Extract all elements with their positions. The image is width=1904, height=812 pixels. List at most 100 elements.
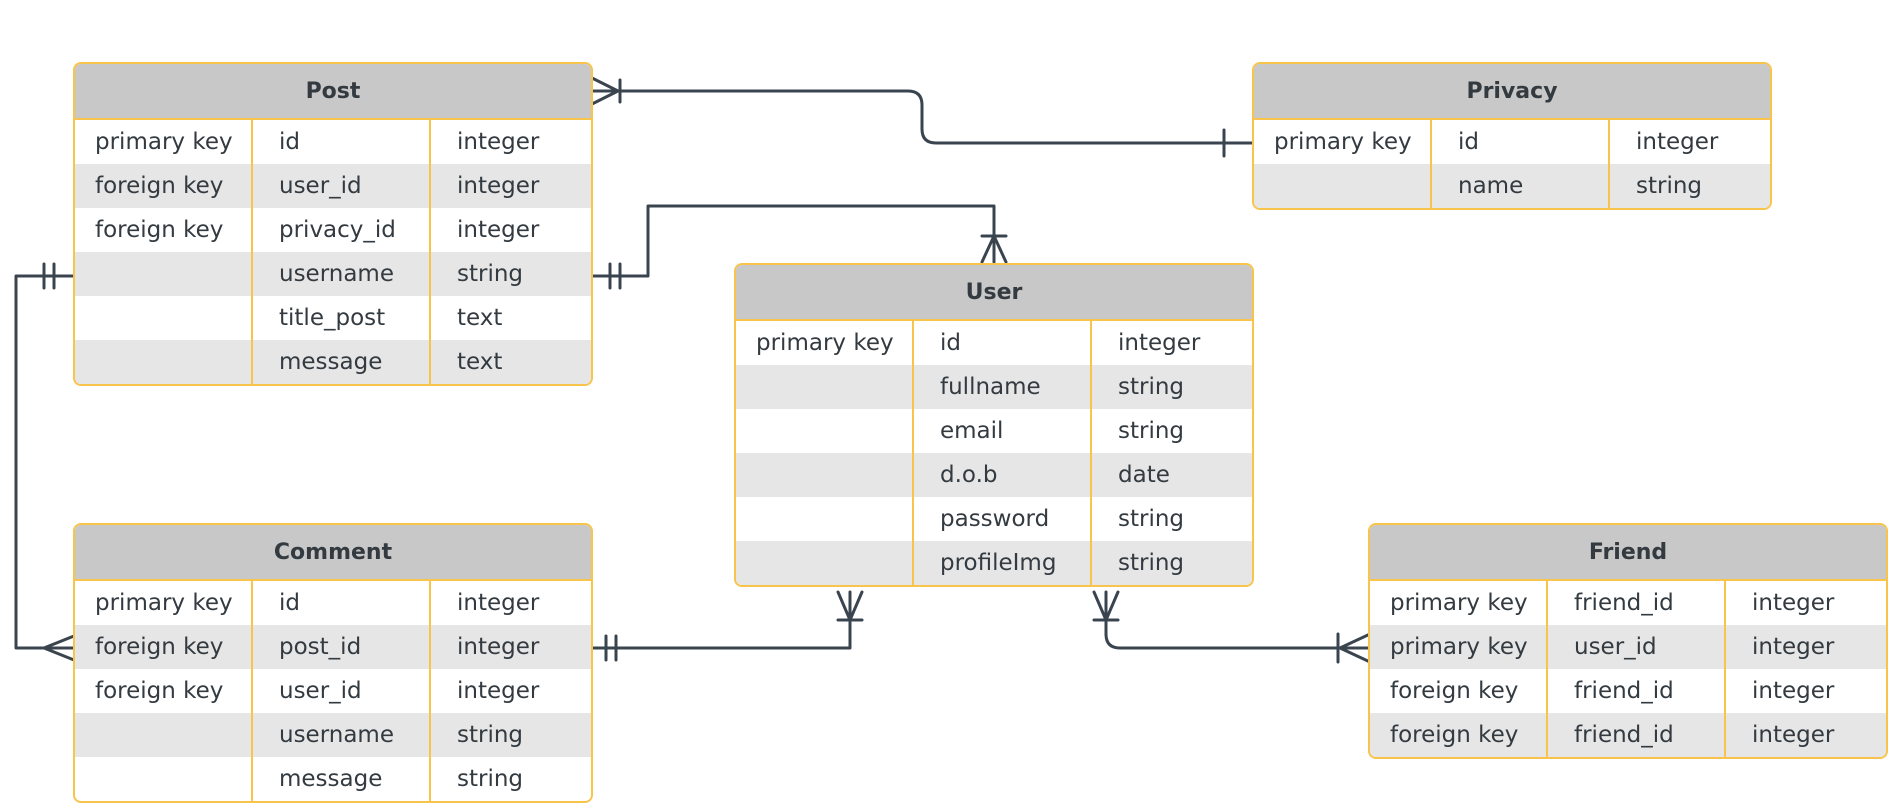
- table-row: message text: [75, 340, 591, 384]
- entity-post[interactable]: Post primary key id integer foreign key …: [73, 62, 593, 386]
- table-row: title_post text: [75, 296, 591, 340]
- entity-title: Post: [75, 64, 591, 120]
- field-name-cell: password: [912, 497, 1090, 541]
- entity-title: Comment: [75, 525, 591, 581]
- field-type-cell: text: [429, 296, 591, 340]
- key-cell: [75, 340, 251, 384]
- field-name-cell: name: [1430, 164, 1608, 208]
- field-name-cell: message: [251, 340, 429, 384]
- field-type-cell: integer: [429, 669, 591, 713]
- table-row: foreign key friend_id integer: [1370, 669, 1886, 713]
- entity-rows: primary key id integer foreign key post_…: [75, 581, 591, 801]
- connector-post-privacy: [590, 76, 1255, 158]
- field-name-cell: username: [251, 713, 429, 757]
- table-row: primary key id integer: [736, 321, 1252, 365]
- key-cell: foreign key: [95, 634, 224, 660]
- entity-rows: primary key id integer foreign key user_…: [75, 120, 591, 384]
- field-type-cell: string: [1608, 164, 1770, 208]
- field-name-cell: email: [912, 409, 1090, 453]
- key-cell: foreign key: [95, 217, 224, 243]
- table-row: message string: [75, 757, 591, 801]
- entity-friend[interactable]: Friend primary key friend_id integer pri…: [1368, 523, 1888, 759]
- table-row: foreign key user_id integer: [75, 669, 591, 713]
- field-name-cell: id: [912, 321, 1090, 365]
- field-name-cell: privacy_id: [251, 208, 429, 252]
- table-row: email string: [736, 409, 1252, 453]
- entity-rows: primary key id integer fullname string e…: [736, 321, 1252, 585]
- connector-friend-user: [1092, 590, 1372, 664]
- entity-title: Friend: [1370, 525, 1886, 581]
- key-cell: [736, 365, 912, 409]
- key-cell: [75, 296, 251, 340]
- field-type-cell: integer: [1724, 625, 1886, 669]
- field-type-cell: integer: [429, 625, 591, 669]
- field-type-cell: string: [429, 757, 591, 801]
- field-name-cell: friend_id: [1546, 669, 1724, 713]
- table-row: foreign key privacy_id integer: [75, 208, 591, 252]
- key-cell: primary key: [1274, 129, 1412, 155]
- key-cell: [75, 713, 251, 757]
- field-type-cell: integer: [1608, 120, 1770, 164]
- field-name-cell: id: [251, 120, 429, 164]
- field-type-cell: integer: [1724, 669, 1886, 713]
- table-row: name string: [1254, 164, 1770, 208]
- key-cell: primary key: [1390, 634, 1528, 660]
- table-row: fullname string: [736, 365, 1252, 409]
- entity-title: User: [736, 265, 1252, 321]
- table-row: primary key id integer: [1254, 120, 1770, 164]
- field-type-cell: text: [429, 340, 591, 384]
- entity-privacy[interactable]: Privacy primary key id integer name stri…: [1252, 62, 1772, 210]
- key-cell: [75, 757, 251, 801]
- table-row: password string: [736, 497, 1252, 541]
- key-cell: [736, 409, 912, 453]
- entity-rows: primary key id integer name string: [1254, 120, 1770, 208]
- field-name-cell: id: [1430, 120, 1608, 164]
- field-name-cell: friend_id: [1546, 581, 1724, 625]
- field-name-cell: id: [251, 581, 429, 625]
- field-name-cell: friend_id: [1546, 713, 1724, 757]
- table-row: foreign key user_id integer: [75, 164, 591, 208]
- key-cell: primary key: [95, 590, 233, 616]
- field-type-cell: integer: [1090, 321, 1252, 365]
- connector-post-comment: [14, 262, 76, 662]
- key-cell: primary key: [95, 129, 233, 155]
- key-cell: primary key: [756, 330, 894, 356]
- field-type-cell: integer: [1724, 581, 1886, 625]
- field-name-cell: message: [251, 757, 429, 801]
- connector-post-user: [590, 204, 1008, 290]
- entity-comment[interactable]: Comment primary key id integer foreign k…: [73, 523, 593, 803]
- key-cell: foreign key: [95, 173, 224, 199]
- key-cell: [736, 497, 912, 541]
- field-type-cell: string: [429, 252, 591, 296]
- key-cell: [736, 541, 912, 585]
- field-type-cell: integer: [429, 120, 591, 164]
- field-type-cell: string: [1090, 409, 1252, 453]
- table-row: foreign key friend_id integer: [1370, 713, 1886, 757]
- field-name-cell: user_id: [1546, 625, 1724, 669]
- field-name-cell: profileImg: [912, 541, 1090, 585]
- table-row: username string: [75, 252, 591, 296]
- table-row: profileImg string: [736, 541, 1252, 585]
- field-name-cell: post_id: [251, 625, 429, 669]
- field-type-cell: string: [1090, 541, 1252, 585]
- table-row: username string: [75, 713, 591, 757]
- field-type-cell: date: [1090, 453, 1252, 497]
- table-row: foreign key post_id integer: [75, 625, 591, 669]
- field-name-cell: title_post: [251, 296, 429, 340]
- table-row: primary key user_id integer: [1370, 625, 1886, 669]
- entity-title: Privacy: [1254, 64, 1770, 120]
- field-type-cell: string: [1090, 365, 1252, 409]
- table-row: primary key friend_id integer: [1370, 581, 1886, 625]
- field-type-cell: integer: [1724, 713, 1886, 757]
- key-cell: [736, 453, 912, 497]
- key-cell: [75, 252, 251, 296]
- field-name-cell: fullname: [912, 365, 1090, 409]
- table-row: d.o.b date: [736, 453, 1252, 497]
- field-type-cell: integer: [429, 164, 591, 208]
- key-cell: foreign key: [1390, 722, 1519, 748]
- key-cell: primary key: [1390, 590, 1528, 616]
- field-type-cell: integer: [429, 208, 591, 252]
- table-row: primary key id integer: [75, 120, 591, 164]
- entity-user[interactable]: User primary key id integer fullname str…: [734, 263, 1254, 587]
